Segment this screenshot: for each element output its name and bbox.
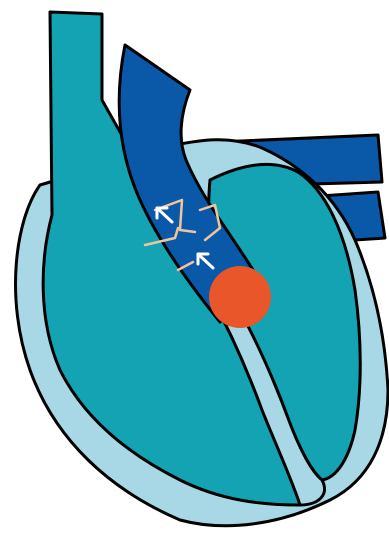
occluder-device bbox=[209, 266, 271, 328]
